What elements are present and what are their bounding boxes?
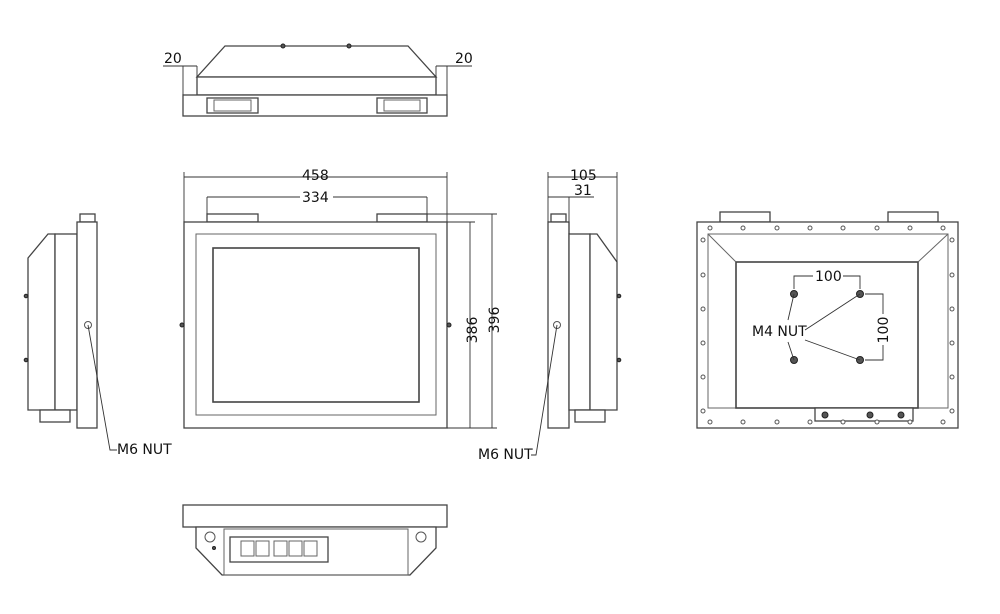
screw-hole: [940, 419, 946, 425]
front-view: [179, 172, 497, 429]
callout-left-m6-nut: M6 NUT: [117, 442, 172, 458]
dim-overall-width: 458: [302, 168, 329, 184]
screw-hole: [700, 272, 706, 278]
screw-hole: [707, 419, 713, 425]
screw-hole: [774, 419, 780, 425]
screw-hole: [940, 225, 946, 231]
screw-hole: [949, 340, 955, 346]
screw-hole: [907, 419, 913, 425]
screw-hole: [700, 237, 706, 243]
dim-bezel-depth: 31: [574, 183, 592, 199]
screw-hole: [774, 225, 780, 231]
screw-hole: [700, 340, 706, 346]
bottom-view: [182, 504, 448, 576]
screw-hole: [740, 225, 746, 231]
right-side-view: [531, 172, 622, 456]
screw-hole: [807, 419, 813, 425]
dim-top-left: 20: [164, 51, 182, 67]
dim-overall-height: 396: [487, 307, 503, 334]
dim-vesa-vertical: 100: [876, 317, 892, 344]
screw-hole: [840, 225, 846, 231]
screw-hole: [907, 225, 913, 231]
screw-hole: [740, 419, 746, 425]
dim-bezel-height: 386: [465, 317, 481, 344]
screw-hole: [807, 225, 813, 231]
dim-vesa-horizontal: 100: [815, 269, 842, 285]
screw-hole: [949, 272, 955, 278]
screw-hole: [949, 374, 955, 380]
dim-bracket-span: 334: [302, 190, 329, 206]
rear-view: [696, 211, 959, 429]
callout-right-m6-nut: M6 NUT: [478, 447, 533, 463]
screw-hole: [949, 408, 955, 414]
screw-hole: [700, 374, 706, 380]
screw-hole: [700, 306, 706, 312]
dim-overall-depth: 105: [570, 168, 597, 184]
left-side-view: [23, 213, 117, 451]
dim-top-right: 20: [455, 51, 473, 67]
screw-hole: [840, 419, 846, 425]
screw-hole: [700, 408, 706, 414]
screw-hole: [949, 237, 955, 243]
callout-m4-nut: M4 NUT: [752, 324, 807, 340]
screw-hole: [874, 225, 880, 231]
screw-hole: [874, 419, 880, 425]
screw-hole: [949, 306, 955, 312]
screw-hole: [707, 225, 713, 231]
top-view: [163, 43, 472, 117]
